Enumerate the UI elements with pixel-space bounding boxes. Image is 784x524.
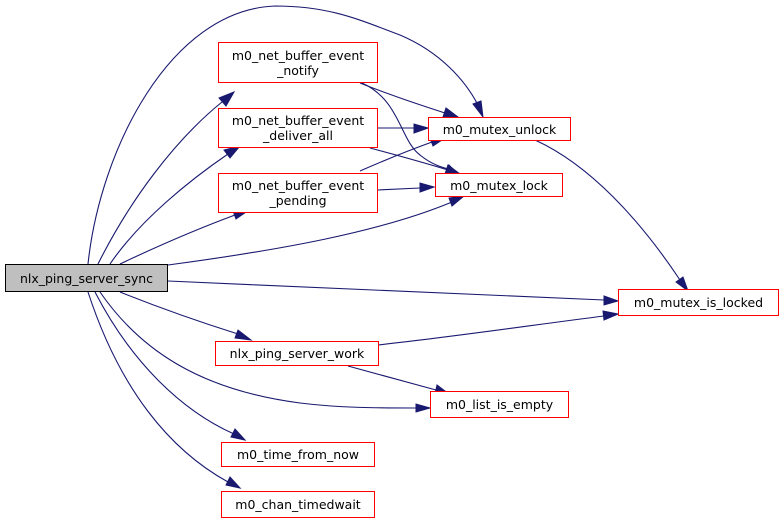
node-label: m0_mutex_unlock bbox=[442, 121, 557, 137]
node-label: nlx_ping_server_work bbox=[229, 346, 365, 361]
edge-root-to-is-locked bbox=[167, 280, 605, 301]
node-label: m0_time_from_now bbox=[236, 447, 359, 462]
edge-root-to-unlock bbox=[87, 5, 479, 265]
node-m0-net-buffer-event-deliver-all[interactable]: m0_net_buffer_event _deliver_all bbox=[218, 108, 378, 148]
arrowhead bbox=[603, 295, 620, 306]
edge-root-to-lock bbox=[167, 201, 453, 266]
edge-root-to-notify bbox=[97, 101, 223, 265]
arrowhead bbox=[413, 123, 430, 134]
node-label: _pending bbox=[269, 193, 327, 208]
node-m0-mutex-unlock[interactable]: m0_mutex_unlock bbox=[428, 117, 571, 141]
edge-root-to-time-from-now bbox=[94, 291, 235, 435]
node-label: nlx_ping_server_sync bbox=[19, 270, 154, 286]
edge-root-to-chan-timedwait bbox=[87, 291, 229, 483]
edge-root-to-work bbox=[119, 291, 239, 335]
node-label: m0_mutex_is_locked bbox=[633, 295, 764, 310]
node-label: m0_net_buffer_event bbox=[231, 47, 365, 63]
node-m0-chan-timedwait[interactable]: m0_chan_timedwait bbox=[221, 491, 375, 518]
arrowhead bbox=[442, 107, 460, 118]
arrowhead bbox=[234, 329, 253, 341]
node-nlx-ping-server-work[interactable]: nlx_ping_server_work bbox=[215, 341, 379, 366]
node-m0-time-from-now[interactable]: m0_time_from_now bbox=[221, 442, 375, 467]
node-label: m0_net_buffer_event bbox=[231, 113, 365, 128]
edge-work-to-list-empty bbox=[347, 365, 437, 391]
arrowhead bbox=[419, 182, 436, 193]
edge-work-to-is-locked bbox=[377, 315, 605, 346]
node-m0-mutex-lock[interactable]: m0_mutex_lock bbox=[435, 173, 563, 197]
node-label: _notify bbox=[277, 62, 319, 78]
arrowhead bbox=[415, 403, 432, 413]
arrowhead bbox=[223, 145, 242, 159]
arrowhead bbox=[218, 91, 236, 107]
edge-root-to-pending bbox=[119, 214, 236, 265]
edge-pending-to-unlock bbox=[359, 141, 433, 172]
edge-root-to-deliver bbox=[109, 153, 229, 265]
arrowhead bbox=[230, 428, 247, 441]
node-m0-mutex-is-locked[interactable]: m0_mutex_is_locked bbox=[618, 289, 779, 316]
arrowhead bbox=[448, 195, 466, 207]
node-label: m0_chan_timedwait bbox=[235, 497, 361, 512]
edge-notify-to-lock bbox=[361, 82, 453, 171]
edge-pending-to-lock bbox=[377, 187, 421, 191]
edge-deliver-to-lock bbox=[369, 147, 449, 171]
node-m0-list-is-empty[interactable]: m0_list_is_empty bbox=[430, 391, 569, 418]
arrowhead bbox=[225, 476, 242, 489]
node-label: m0_net_buffer_event bbox=[231, 178, 365, 193]
node-m0-net-buffer-event-notify[interactable]: m0_net_buffer_event _notify bbox=[218, 42, 378, 83]
edge-root-to-list-empty bbox=[99, 291, 417, 409]
arrowhead bbox=[602, 310, 620, 321]
arrowhead bbox=[472, 100, 484, 119]
edge-unlock-to-is-locked bbox=[534, 139, 681, 281]
node-nlx-ping-server-sync: nlx_ping_server_sync bbox=[5, 264, 168, 292]
arrowhead bbox=[675, 276, 690, 293]
node-label: _deliver_all bbox=[263, 128, 333, 143]
node-label: m0_mutex_lock bbox=[450, 177, 548, 193]
node-m0-net-buffer-event-pending[interactable]: m0_net_buffer_event _pending bbox=[218, 173, 378, 213]
node-label: m0_list_is_empty bbox=[445, 397, 554, 412]
